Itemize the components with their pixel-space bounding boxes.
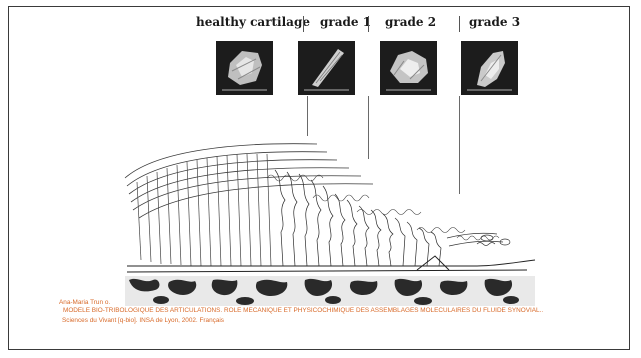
cartilage-degradation-illustration: [117, 120, 537, 310]
sem-image-grade-3: [461, 41, 518, 95]
sem-image-grade-2: [380, 41, 437, 95]
label-grade-1: grade 1: [320, 15, 371, 29]
citation-source: Sciences du Vivant [q-bio]. INSA de Lyon…: [62, 318, 224, 324]
label-grade-2: grade 2: [385, 15, 436, 29]
citation-title: MODELE BIO-TRIBOLOGIQUE DES ARTICULATION…: [63, 308, 543, 314]
label-healthy-cartilage: healthy cartilage: [196, 15, 310, 29]
citation-author: Ana-Maria Trun o.: [59, 300, 110, 306]
label-separator: [368, 16, 369, 32]
label-grade-3: grade 3: [469, 15, 520, 29]
sem-image-grade-1: [298, 41, 355, 95]
label-separator: [303, 16, 304, 32]
sem-image-healthy-cartilage: [216, 41, 273, 95]
label-separator: [459, 16, 460, 32]
